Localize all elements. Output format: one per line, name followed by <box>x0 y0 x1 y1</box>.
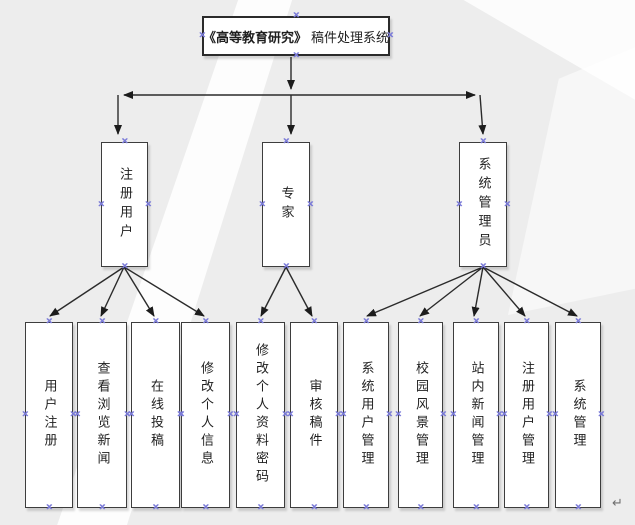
fan-admin <box>366 266 578 317</box>
system-title-box[interactable]: 《高等教育研究》 稿件处理系统 <box>202 16 390 56</box>
function-box-edit-profile-password[interactable]: 修改个人资料密码 <box>236 322 285 508</box>
function-box-system-user-mgmt[interactable]: 系统用户管理 <box>343 322 389 508</box>
function-label: 系统管理 <box>570 379 586 451</box>
title-system-name: 稿件处理系统 <box>311 30 390 46</box>
actor-label: 注册用户 <box>117 166 132 243</box>
function-label: 校园风景管理 <box>413 361 428 469</box>
actor-box-expert[interactable]: 专家 <box>262 142 310 267</box>
connector-line <box>419 266 484 317</box>
actor-box-registered-user[interactable]: 注册用户 <box>101 142 148 267</box>
connector-line <box>482 266 526 317</box>
fan-registered-user <box>49 266 205 317</box>
fan-expert <box>260 266 313 317</box>
connector-line <box>482 266 578 317</box>
function-box-review-manuscript[interactable]: 审核稿件 <box>290 322 338 508</box>
function-box-campus-scenery-mgmt[interactable]: 校园风景管理 <box>398 322 443 508</box>
actor-box-admin[interactable]: 系统管理员 <box>459 142 507 267</box>
function-label: 注册用户管理 <box>519 361 534 469</box>
connector-line <box>123 266 155 317</box>
function-box-site-news-mgmt[interactable]: 站内新闻管理 <box>453 322 499 508</box>
connector-line <box>123 266 205 317</box>
function-box-online-submission[interactable]: 在线投稿 <box>131 322 180 508</box>
function-box-user-register[interactable]: 用户注册 <box>25 322 73 508</box>
connector-line <box>366 266 484 317</box>
function-label: 用户注册 <box>41 379 57 451</box>
hub-drop-connectors <box>114 94 487 135</box>
actor-label: 专家 <box>278 185 294 224</box>
connector-line <box>260 266 287 317</box>
connector-line <box>285 266 313 317</box>
function-label: 系统用户管理 <box>358 361 374 469</box>
actor-label: 系统管理员 <box>475 157 491 252</box>
function-label: 在线投稿 <box>148 379 163 451</box>
connector-line <box>478 94 487 135</box>
function-box-system-mgmt[interactable]: 系统管理 <box>555 322 601 508</box>
title-journal-name: 《高等教育研究》 <box>202 30 307 46</box>
function-box-view-news[interactable]: 查看浏览新闻 <box>77 322 127 508</box>
function-label: 站内新闻管理 <box>468 361 484 469</box>
function-label: 查看浏览新闻 <box>94 361 110 469</box>
function-label: 修改个人信息 <box>198 361 213 469</box>
function-label: 修改个人资料密码 <box>253 343 268 487</box>
paragraph-return-mark: ↵ <box>612 496 623 511</box>
function-box-edit-personal-info[interactable]: 修改个人信息 <box>181 322 230 508</box>
connector-line <box>471 266 484 317</box>
function-box-registered-user-mgmt[interactable]: 注册用户管理 <box>504 322 549 508</box>
function-label: 审核稿件 <box>306 379 322 451</box>
